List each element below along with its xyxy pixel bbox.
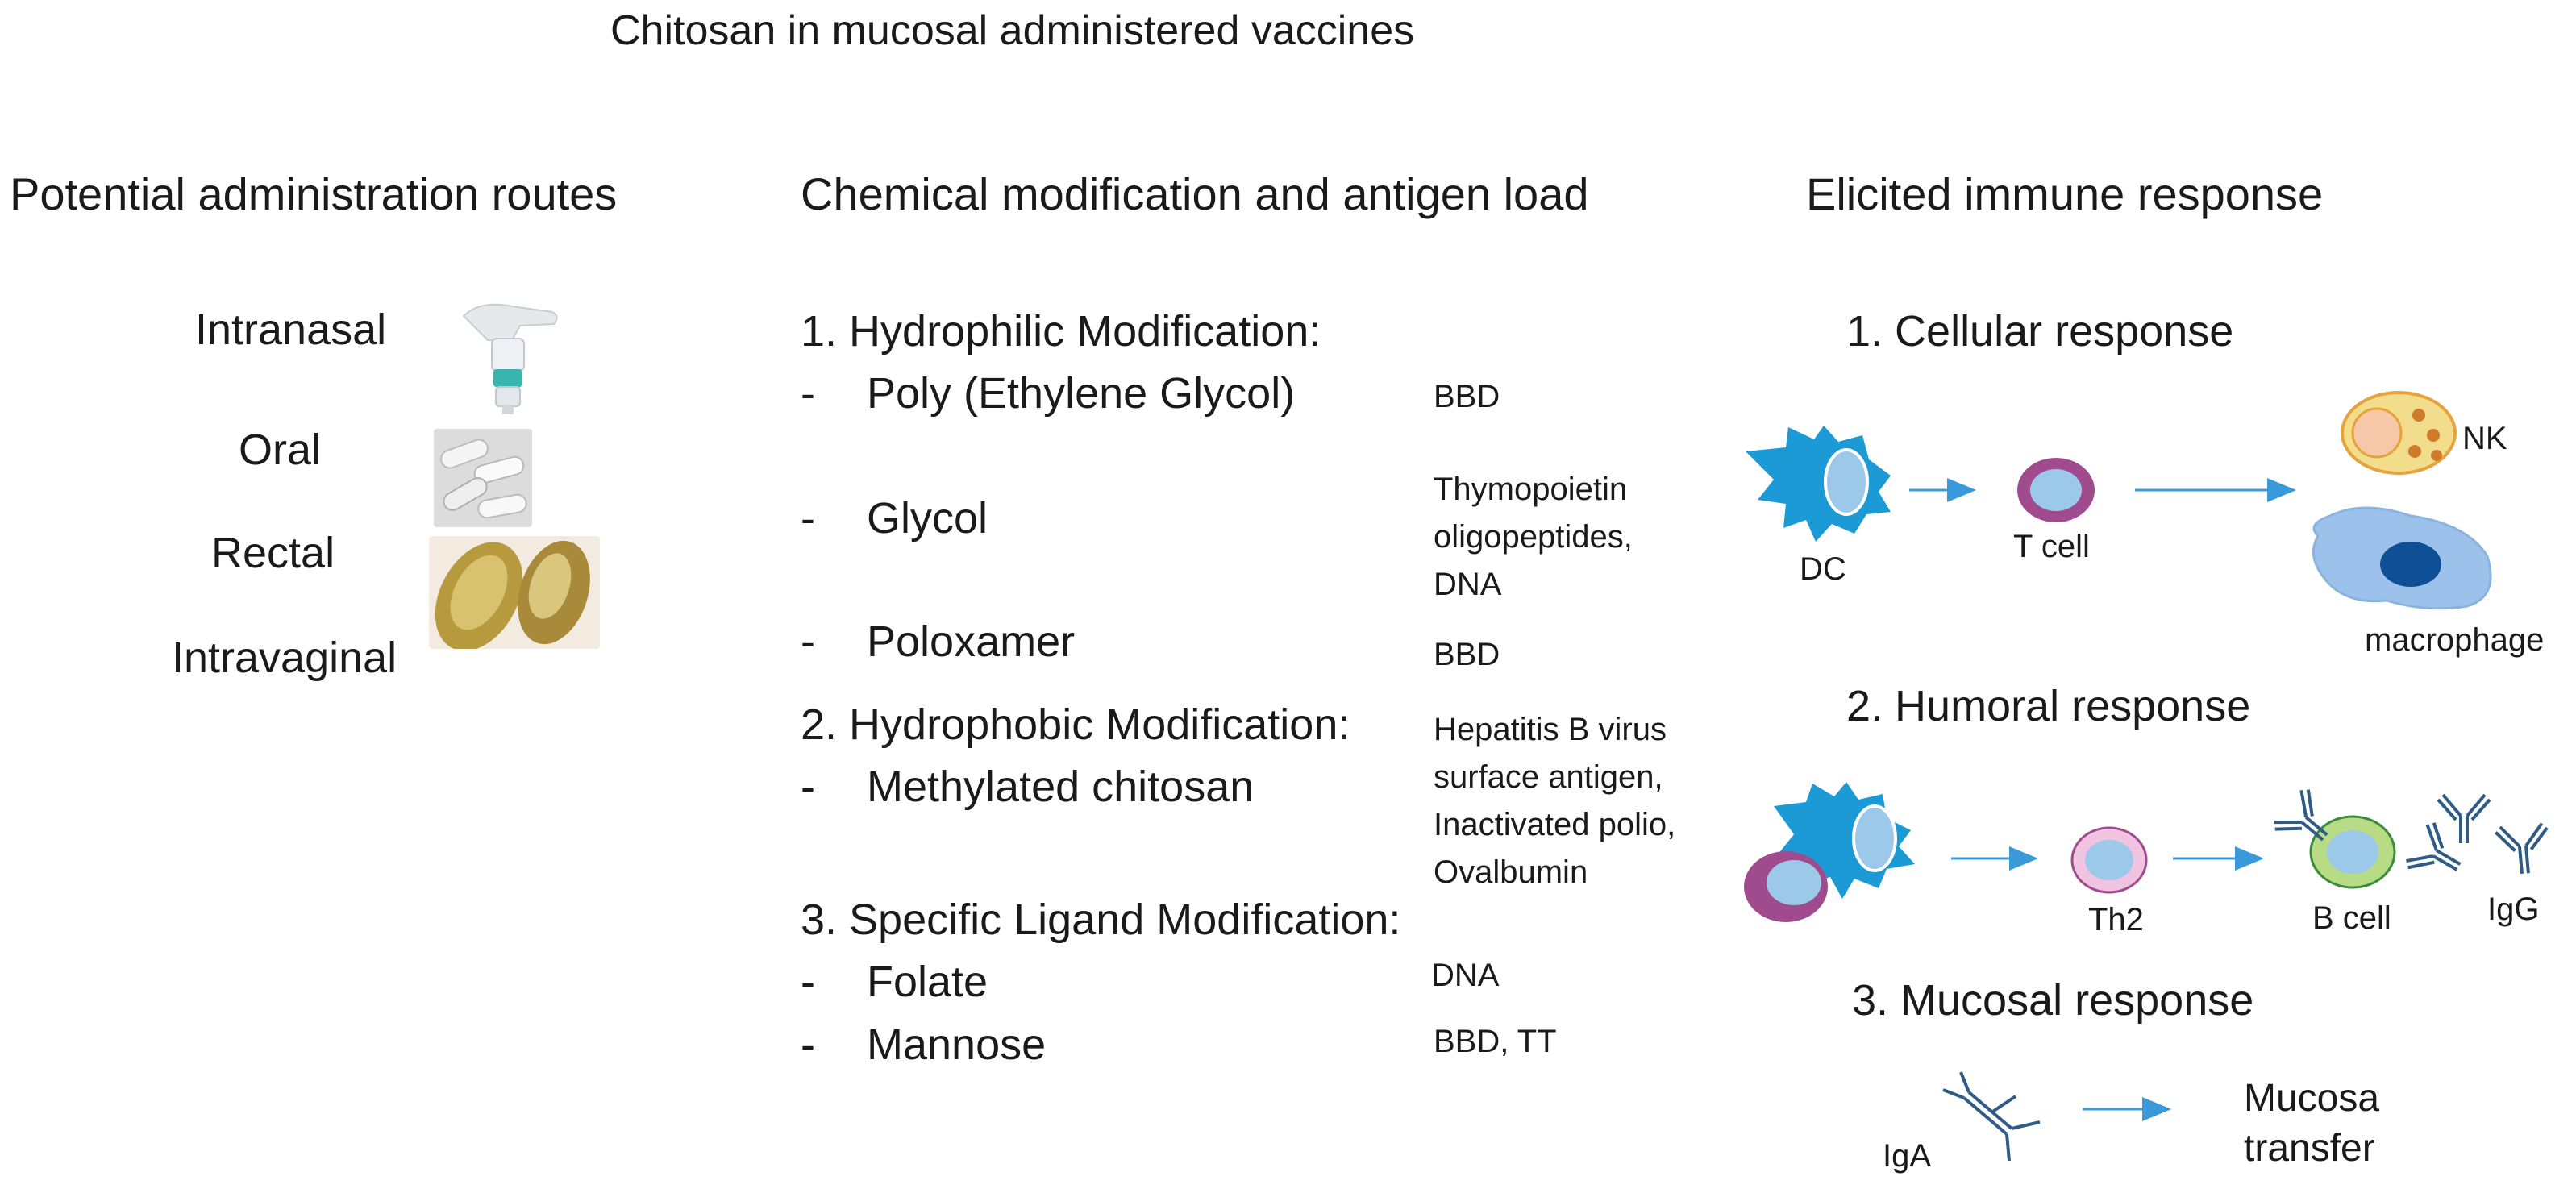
modification-methylated: Methylated chitosan — [867, 763, 1255, 811]
tcell-label: T cell — [2013, 529, 2090, 564]
modification-folate: Folate — [867, 958, 988, 1006]
mucosal-response-heading: 3. Mucosal response — [1852, 976, 2254, 1025]
modification-dash: - — [801, 369, 815, 418]
dc-label: DC — [1800, 551, 1846, 587]
nebulizer-image — [447, 292, 564, 417]
antibody-icon — [2437, 793, 2491, 845]
modification-poloxamer: Poloxamer — [867, 617, 1076, 666]
ligand-heading: 3. Specific Ligand Modification: — [801, 896, 1401, 944]
macrophage-icon — [2312, 506, 2492, 610]
nk-cell-icon — [2341, 391, 2457, 475]
b-cell-icon — [2309, 815, 2396, 889]
humoral-response-heading: 2. Humoral response — [1846, 682, 2251, 730]
antigen-cell-icon — [1744, 851, 1828, 922]
column-header-routes: Potential administration routes — [10, 168, 618, 219]
modification-dash: - — [801, 958, 815, 1006]
cellular-response-heading: 1. Cellular response — [1846, 307, 2234, 355]
modification-peg: Poly (Ethylene Glycol) — [867, 369, 1296, 418]
modification-glycol: Glycol — [867, 494, 988, 542]
bcell-label: B cell — [2312, 900, 2391, 936]
modification-dash: - — [801, 494, 815, 542]
antibody-icon — [2493, 821, 2553, 878]
modification-dash: - — [801, 763, 815, 811]
th2-label: Th2 — [2088, 902, 2144, 937]
igg-label: IgG — [2487, 892, 2540, 927]
modification-dash: - — [801, 617, 815, 666]
mucosa-transfer-label: Mucosa transfer — [2244, 1077, 2380, 1170]
antigen-mannose: BBD, TT — [1434, 1024, 1557, 1059]
route-intravaginal: Intravaginal — [172, 634, 397, 682]
dendritic-cell-icon — [1746, 426, 1891, 542]
suppositories-image — [429, 536, 600, 649]
t-cell-icon — [2017, 458, 2095, 522]
modification-dash: - — [801, 1020, 815, 1069]
antigen-methylated: Hepatitis B virus surface antigen, Inact… — [1434, 712, 1676, 890]
antigen-glycol: Thymopoietin oligopeptides, DNA — [1434, 472, 1633, 602]
hydrophilic-heading: 1. Hydrophilic Modification: — [801, 307, 1321, 355]
nk-label: NK — [2462, 421, 2507, 456]
route-oral: Oral — [239, 426, 322, 474]
iga-dimer-icon — [1942, 1071, 2041, 1162]
page-title: Chitosan in mucosal administered vaccine… — [610, 7, 1415, 54]
route-rectal: Rectal — [211, 529, 335, 577]
iga-label: IgA — [1883, 1138, 1932, 1174]
antigen-folate: DNA — [1431, 958, 1500, 993]
modification-mannose: Mannose — [867, 1020, 1047, 1069]
th2-cell-icon — [2070, 826, 2148, 894]
route-intranasal: Intranasal — [195, 306, 387, 354]
macrophage-label: macrophage — [2365, 622, 2545, 658]
antigen-poloxamer: BBD — [1434, 637, 1500, 672]
capsules-image — [434, 429, 532, 527]
antigen-peg: BBD — [1434, 379, 1500, 414]
column-header-chemistry: Chemical modification and antigen load — [801, 168, 1589, 219]
column-header-immune: Elicited immune response — [1806, 168, 2324, 219]
hydrophobic-heading: 2. Hydrophobic Modification: — [801, 700, 1350, 749]
